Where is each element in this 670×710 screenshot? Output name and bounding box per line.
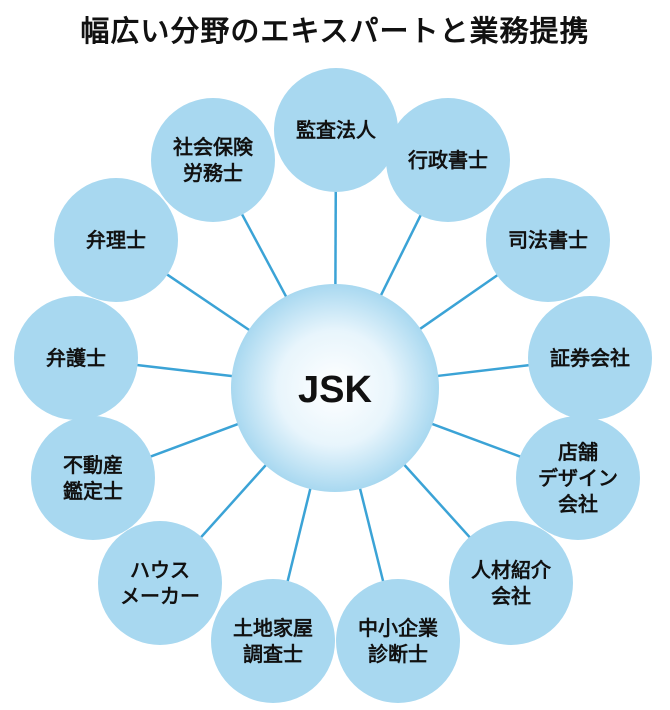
node-label-gyosei-shoshi: 行政書士 bbox=[407, 148, 488, 172]
node-label-shakai-hoken: 社会保険 bbox=[172, 135, 254, 159]
node-shoken-gaisha: 証券会社 bbox=[528, 296, 652, 420]
node-circle-shakai-hoken bbox=[151, 98, 275, 222]
connector-line-chusho-kigyo bbox=[357, 484, 385, 584]
node-circle-kansa-hojin bbox=[274, 68, 398, 192]
node-label-bengoshi: 弁護士 bbox=[46, 346, 106, 370]
node-label-shiho-shoshi: 司法書士 bbox=[508, 228, 588, 252]
node-label-shakai-hoken: 労務士 bbox=[183, 161, 243, 185]
node-label-tenpo-design: 会社 bbox=[558, 492, 598, 516]
connector-line-shiho-shoshi bbox=[416, 273, 500, 332]
node-circle-tochi-kaoku bbox=[211, 579, 335, 703]
node-benrishi: 弁理士 bbox=[54, 178, 178, 302]
node-label-kansa-hojin: 監査法人 bbox=[296, 118, 377, 142]
node-label-house-maker: メーカー bbox=[120, 584, 200, 608]
node-circle-shoken-gaisha bbox=[528, 296, 652, 420]
node-label-tochi-kaoku: 土地家屋 bbox=[233, 616, 313, 640]
node-label-house-maker: ハウス bbox=[130, 558, 190, 582]
connector-line-house-maker bbox=[199, 461, 270, 540]
node-circle-shiho-shoshi bbox=[486, 178, 610, 302]
center-node: JSK bbox=[231, 284, 439, 492]
center-circle bbox=[231, 284, 439, 492]
connector-line-shoken-gaisha bbox=[434, 363, 531, 378]
connector-line-benrishi bbox=[165, 272, 253, 334]
center-label: JSK bbox=[298, 369, 372, 411]
node-circle-jinzai-shokai bbox=[449, 521, 573, 645]
node-label-tenpo-design: デザイン bbox=[538, 466, 618, 490]
node-label-tochi-kaoku: 調査士 bbox=[243, 642, 303, 666]
connector-line-gyosei-shoshi bbox=[378, 213, 423, 299]
node-label-jinzai-shokai: 会社 bbox=[491, 584, 531, 608]
node-label-tenpo-design: 店舗 bbox=[558, 440, 598, 464]
node-label-fudosan-kantei: 鑑定士 bbox=[63, 479, 123, 503]
node-shiho-shoshi: 司法書士 bbox=[486, 178, 610, 302]
partner-nodes: 監査法人行政書士司法書士証券会社店舗デザイン会社人材紹介会社中小企業診断士土地家… bbox=[14, 68, 652, 703]
node-circle-house-maker bbox=[98, 521, 222, 645]
node-label-fudosan-kantei: 不動産 bbox=[63, 453, 123, 477]
connector-line-fudosan-kantei bbox=[148, 421, 242, 459]
node-circle-fudosan-kantei bbox=[31, 416, 155, 540]
node-circle-chusho-kigyo bbox=[336, 579, 460, 703]
node-bengoshi: 弁護士 bbox=[14, 296, 138, 420]
node-label-benrishi: 弁理士 bbox=[86, 228, 146, 252]
node-circle-benrishi bbox=[54, 178, 178, 302]
node-kansa-hojin: 監査法人 bbox=[274, 68, 398, 192]
connector-lines bbox=[135, 189, 531, 584]
node-label-shoken-gaisha: 証券会社 bbox=[550, 346, 630, 370]
node-label-jinzai-shokai: 人材紹介 bbox=[471, 558, 552, 582]
node-circle-bengoshi bbox=[14, 296, 138, 420]
connector-line-shakai-hoken bbox=[240, 212, 289, 301]
connector-line-tochi-kaoku bbox=[286, 484, 313, 584]
node-gyosei-shoshi: 行政書士 bbox=[386, 98, 510, 222]
node-circle-tenpo-design bbox=[516, 416, 640, 540]
node-label-chusho-kigyo: 中小企業 bbox=[358, 616, 439, 640]
node-label-chusho-kigyo: 診断士 bbox=[368, 642, 428, 666]
connector-line-tenpo-design bbox=[428, 421, 523, 459]
node-circle-gyosei-shoshi bbox=[386, 98, 510, 222]
connector-line-jinzai-shokai bbox=[401, 461, 472, 540]
page-title: 幅広い分野のエキスパートと業務提携 bbox=[80, 14, 590, 48]
connector-line-bengoshi bbox=[135, 363, 236, 378]
